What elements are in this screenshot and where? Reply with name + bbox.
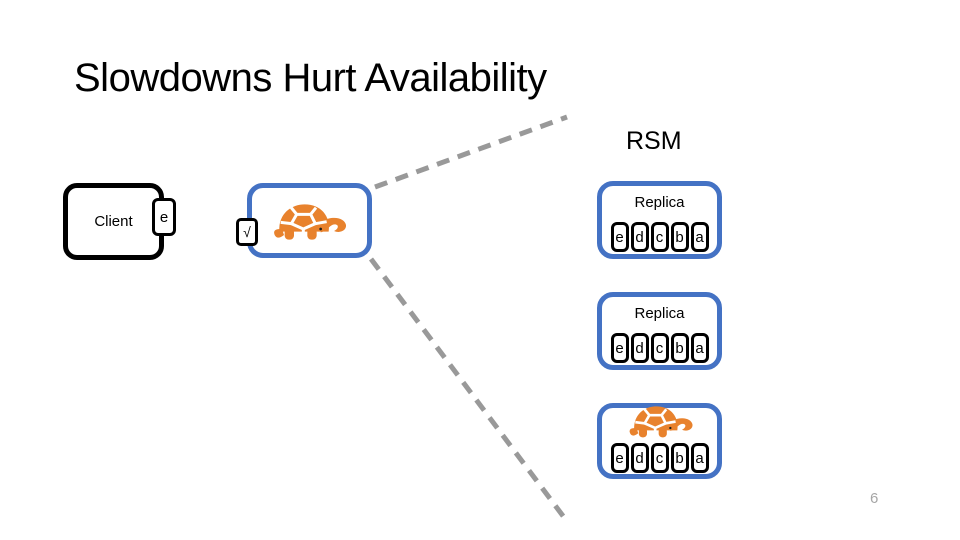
client-box: Client xyxy=(63,183,164,260)
connector-line-top xyxy=(374,114,568,190)
log-cell: e xyxy=(610,222,629,252)
client-label: Client xyxy=(94,213,133,230)
replica-label: Replica xyxy=(634,305,685,322)
rsm-label: RSM xyxy=(626,127,682,155)
connector-line-bottom xyxy=(368,257,569,522)
log-cell: a xyxy=(690,443,709,473)
log-cell: d xyxy=(630,333,649,363)
log-cell: b xyxy=(670,333,689,363)
slide-title: Slowdowns Hurt Availability xyxy=(74,56,547,100)
log-cell: b xyxy=(670,443,689,473)
turtle-icon xyxy=(273,203,346,240)
log-cell: c xyxy=(650,222,669,252)
log-cell: c xyxy=(650,333,669,363)
log-cell: d xyxy=(630,222,649,252)
turtle-icon-wrap xyxy=(626,399,696,443)
page-number: 6 xyxy=(870,490,879,507)
turtle-icon xyxy=(629,406,693,438)
replica-label: Replica xyxy=(634,194,685,211)
log-cell: e xyxy=(610,443,629,473)
ack-check-cell: √ xyxy=(236,218,258,246)
log-cell: c xyxy=(650,443,669,473)
log-cell: e xyxy=(610,333,629,363)
slow-replica-box xyxy=(247,183,372,258)
log-cell: a xyxy=(690,333,709,363)
log-cell: d xyxy=(630,443,649,473)
log-cell: b xyxy=(670,222,689,252)
log-cell: a xyxy=(690,222,709,252)
client-request-cell: e xyxy=(152,198,176,236)
